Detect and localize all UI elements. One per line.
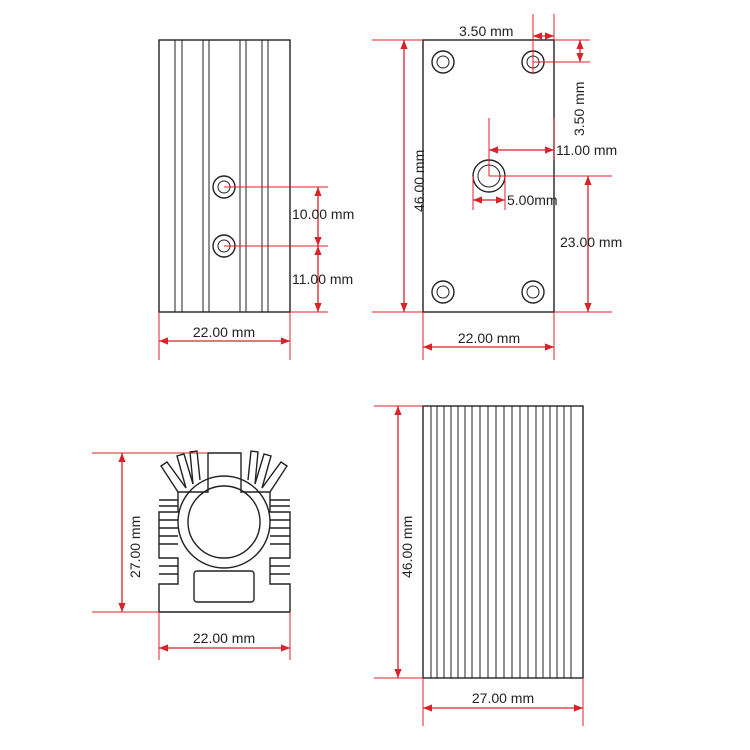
end-profile-view: 27.00 mm 22.00 mm xyxy=(92,450,291,660)
end-profile-outline xyxy=(158,452,291,613)
front-width-label: 22.00 mm xyxy=(193,324,255,340)
end-profile-bore-ring xyxy=(177,475,271,569)
aperture-label: 5.00mm xyxy=(507,192,558,208)
end-profile-height-label: 27.00 mm xyxy=(127,516,143,578)
front-view-outline xyxy=(158,39,291,313)
front-hole-spacing-label: 10.00 mm xyxy=(292,206,354,222)
mount-hole-bottom-left xyxy=(431,280,455,304)
mounting-face-height-label: 46.00 mm xyxy=(411,150,427,212)
front-view: 10.00 mm 11.00 mm 22.00 mm xyxy=(158,39,354,360)
hole-offset-x-label: 3.50 mm xyxy=(459,23,513,39)
mounting-face-view: 3.50 mm 3.50 mm 46.00 mm 11.00 mm 5.00mm… xyxy=(372,14,622,360)
end-profile-fins xyxy=(159,450,290,575)
mounting-face-width-label: 22.00 mm xyxy=(458,330,520,346)
end-profile-bore xyxy=(187,485,261,559)
front-view-grooves xyxy=(174,40,269,312)
mount-hole-top-left xyxy=(431,50,455,74)
front-hole-bottom-label: 11.00 mm xyxy=(292,271,353,287)
mount-hole-bottom-right xyxy=(521,280,545,304)
fin-side-height-label: 46.00 mm xyxy=(399,516,415,578)
fin-side-outline xyxy=(422,405,584,679)
center-y-label: 23.00 mm xyxy=(560,234,622,250)
fin-side-width-label: 27.00 mm xyxy=(472,690,534,706)
end-profile-slot xyxy=(193,570,255,603)
fin-side-view: 46.00 mm 27.00 mm xyxy=(374,405,584,726)
fin-side-fin-lines xyxy=(430,406,572,678)
hole-offset-y-label: 3.50 mm xyxy=(571,82,587,136)
center-x-label: 11.00 mm xyxy=(556,142,617,158)
end-profile-width-label: 22.00 mm xyxy=(193,630,255,646)
